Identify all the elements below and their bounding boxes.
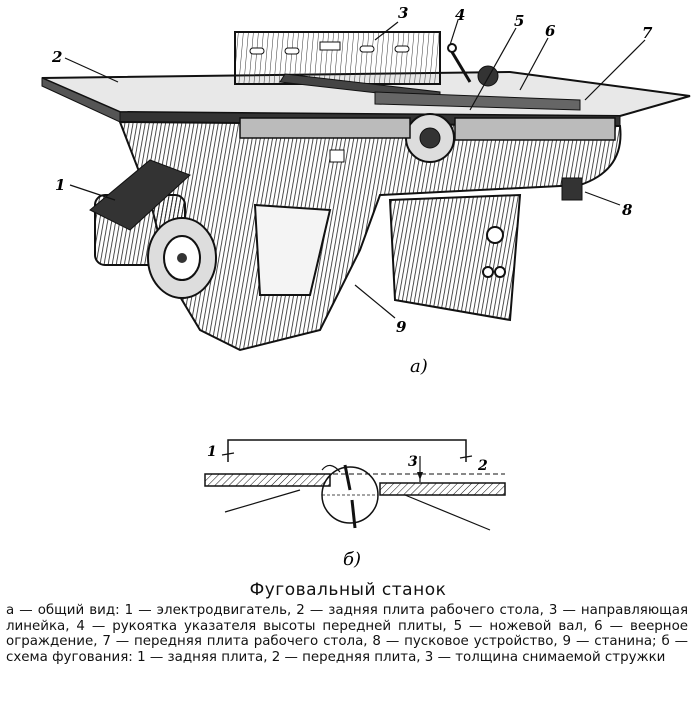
frame-leg [388, 193, 522, 322]
figure-a-sublabel: а) [410, 356, 428, 377]
callout-7: 7 [642, 24, 653, 42]
callout-6: 6 [545, 22, 556, 40]
scheme-callout-3: 3 [408, 454, 418, 470]
callout-2: 2 [51, 48, 62, 66]
start-device [561, 177, 583, 201]
fan-guard [374, 91, 581, 111]
jointer-general-view-illustration: 1 2 3 4 5 6 7 8 9 а) [41, 4, 691, 377]
callout-8: 8 [622, 201, 633, 219]
caption-body: а — общий вид: 1 — электродвигатель, 2 —… [6, 603, 688, 665]
scheme-callout-2: 2 [477, 458, 488, 474]
scheme-callout-1: 1 [207, 444, 217, 460]
caption-title: Фуговальный станок [249, 580, 447, 600]
callout-9: 9 [396, 318, 407, 336]
figure-b-sublabel: б) [343, 549, 361, 570]
machine-body [118, 120, 622, 352]
callout-1: 1 [55, 176, 65, 194]
guide-fence [234, 31, 441, 85]
callout-3: 3 [398, 4, 408, 22]
electric-motor [89, 159, 217, 299]
callout-4: 4 [455, 6, 465, 24]
front-plate [379, 482, 506, 496]
jointing-scheme-diagram: 1 2 3 б) [204, 439, 506, 570]
callout-5: 5 [514, 12, 524, 30]
rear-plate [204, 473, 331, 487]
height-handle [450, 51, 472, 83]
